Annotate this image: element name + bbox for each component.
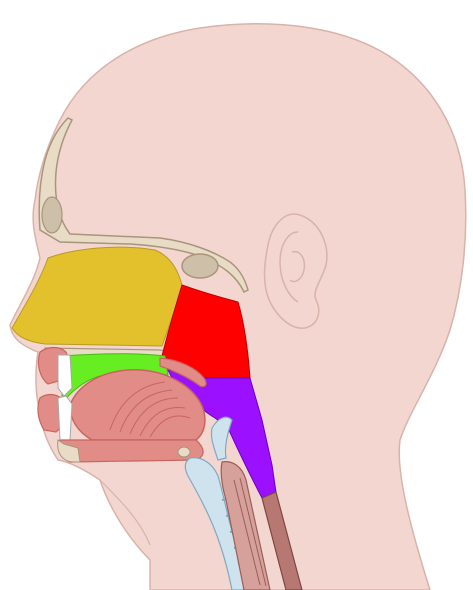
lower-teeth [58, 396, 72, 440]
sphenoid-sinus [182, 254, 218, 278]
hyoid-bone [178, 447, 190, 457]
upper-teeth [58, 355, 72, 396]
nasal-cavity-region [12, 247, 182, 346]
frontal-sinus [42, 197, 62, 233]
